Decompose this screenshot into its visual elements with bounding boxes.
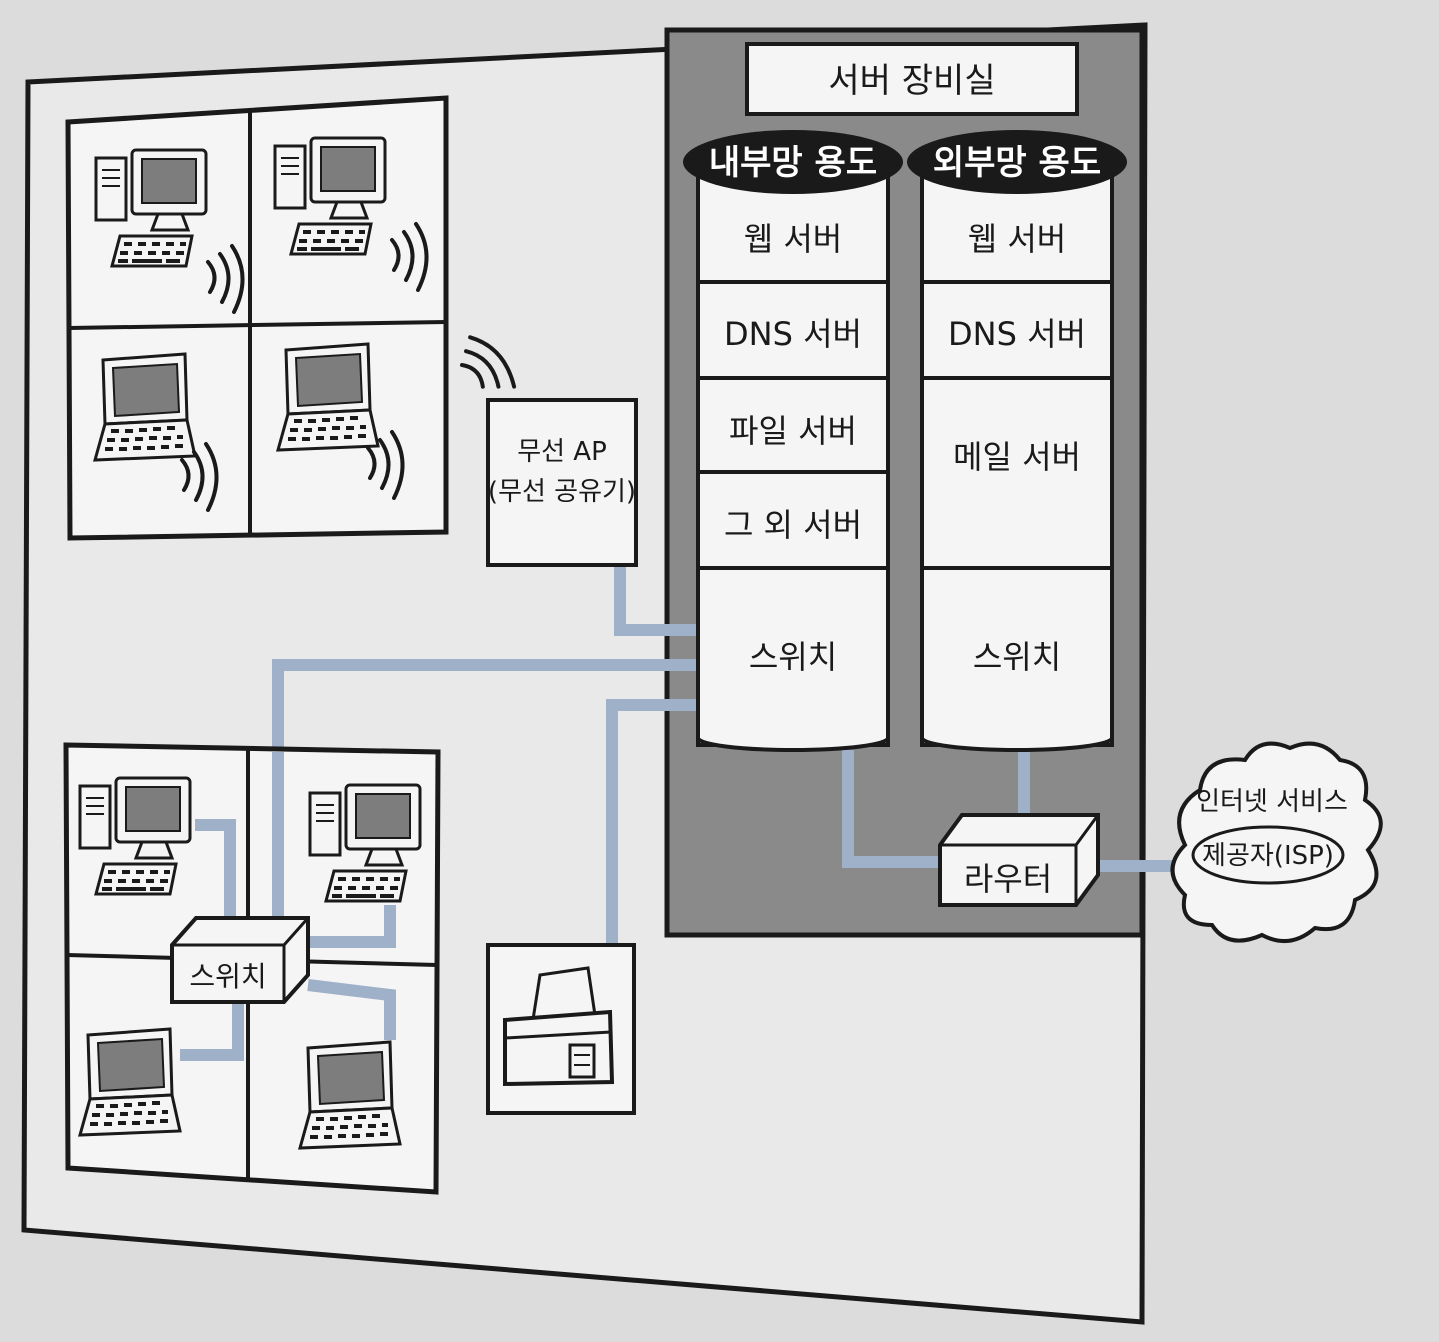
wireless-ap: 무선 AP (무선 공유기): [449, 328, 638, 567]
router: 라우터: [938, 813, 1100, 907]
isp-label-line1: 인터넷 서비스: [1196, 787, 1348, 817]
isp-label-line2: 제공자(ISP): [1202, 841, 1334, 871]
internal-other-server: 그 외 서버: [724, 506, 862, 544]
cloud-icon: [1170, 741, 1383, 944]
internal-network-column: 내부망 용도 웹 서버 DNS 서버 파일 서버 그 외 서버 스위치: [683, 130, 903, 752]
laptop-icon: [93, 352, 197, 462]
wireless-ap-label-line2: (무선 공유기): [488, 477, 636, 507]
laptop-icon: [298, 1040, 402, 1150]
laptop-icon: [78, 1027, 182, 1137]
laptop-icon: [276, 342, 380, 452]
internal-switch: 스위치: [749, 638, 837, 676]
external-network-column: 외부망 용도 웹 서버 DNS 서버 메일 서버 스위치: [907, 130, 1127, 752]
external-network-label: 외부망 용도: [933, 143, 1101, 183]
office-cables: [180, 752, 396, 1061]
internal-network-label-badge: [683, 130, 903, 194]
wireless-office: [65, 95, 449, 541]
server-room-title-box: [745, 42, 1079, 116]
router-label: 라우터: [964, 860, 1052, 898]
isp-cloud: 인터넷 서비스 제공자(ISP): [1170, 741, 1383, 944]
external-dns-server: DNS 서버: [948, 315, 1086, 353]
wired-office-devices: 스위치: [78, 776, 422, 1150]
internal-file-server: 파일 서버: [729, 412, 857, 450]
external-web-server: 웹 서버: [968, 220, 1067, 258]
external-network-label-badge: [907, 130, 1127, 194]
server-room-title: 서버 장비실: [828, 61, 995, 101]
office-switch: 스위치: [170, 916, 310, 1004]
internal-network-label: 내부망 용도: [709, 143, 877, 183]
external-mail-server: 메일 서버: [953, 438, 1081, 476]
wireless-ap-label-line1: 무선 AP: [517, 437, 607, 467]
printer-box: [486, 943, 636, 1115]
office-switch-label: 스위치: [189, 960, 266, 993]
printer-icon: [503, 966, 615, 1087]
internal-web-server: 웹 서버: [744, 220, 843, 258]
internal-dns-server: DNS 서버: [724, 315, 862, 353]
external-switch: 스위치: [973, 638, 1061, 676]
